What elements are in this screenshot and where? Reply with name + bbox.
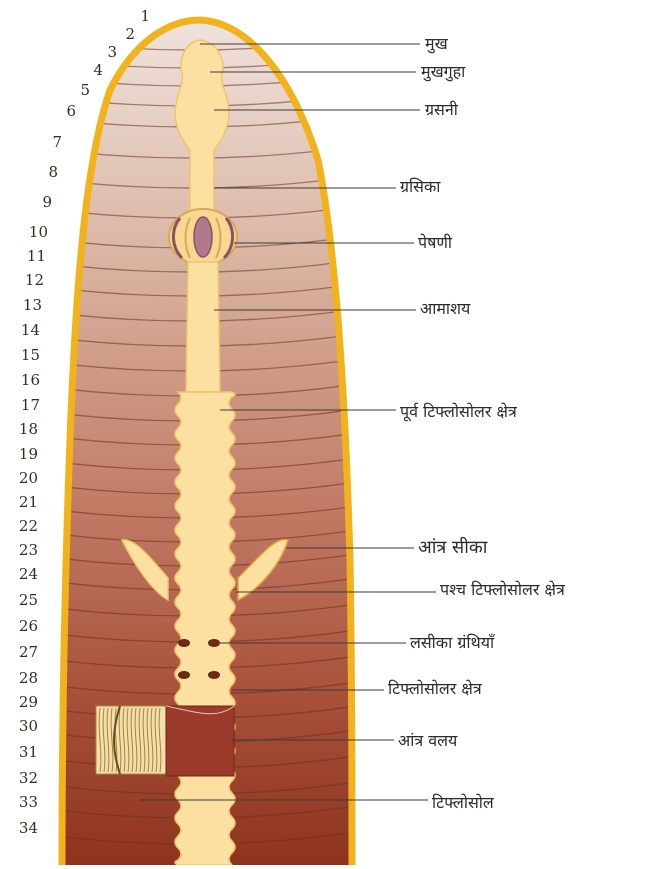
segment-number: 9 [22,194,52,210]
segment-number: 33 [8,794,38,810]
intestine [175,392,235,865]
segment-number: 24 [8,566,38,582]
segment-number: 28 [8,670,38,686]
gizzard [169,209,237,265]
segment-number: 8 [28,164,58,180]
label-stomach: आमाशय [420,299,470,319]
segment-number: 21 [8,494,38,510]
segment-number: 5 [60,82,90,98]
segment-number: 7 [32,134,62,150]
segment-number: 17 [10,397,40,413]
segment-number: 1 [120,8,150,24]
stomach [186,262,220,392]
segment-number: 23 [8,542,38,558]
label-mouth: मुख [425,34,448,54]
segment-number: 4 [73,62,103,78]
segment-number: 6 [46,103,76,119]
segment-number: 19 [8,446,38,462]
segment-number: 31 [8,744,38,760]
segment-number: 12 [14,272,44,288]
segment-number: 29 [8,694,38,710]
segment-number: 32 [8,770,38,786]
label-typhlosole: टिफ्लोसोल [432,793,494,813]
label-typhlosolar-region: टिफ्लोसोलर क्षेत्र [388,679,482,699]
label-intestinal-ring: आंत्र वलय [398,731,457,751]
segment-number: 18 [8,421,38,437]
label-gizzard: पेषणी [418,233,452,253]
segment-number: 25 [8,592,38,608]
segment-number: 3 [87,44,117,60]
segment-number: 2 [105,26,135,42]
label-oesophagus: ग्रसिका [400,177,440,197]
segment-number: 30 [8,718,38,734]
segment-number: 16 [10,372,40,388]
label-post-typhlosolar: पश्च टिफ्लोसोलर क्षेत्र [440,580,565,600]
typhlosole-window [96,706,234,776]
label-pre-typhlosolar: पूर्व टिफ्लोसोलर क्षेत्र [400,402,517,422]
label-buccal-cavity: मुखगुहा [421,62,465,82]
segment-number: 27 [8,644,38,660]
label-intestinal-caeca: आंत्र सीका [418,538,487,558]
segment-number: 34 [8,820,38,836]
segment-number: 10 [18,224,48,240]
segment-number: 26 [8,618,38,634]
label-pharynx: ग्रसनी [425,100,458,120]
segment-number: 11 [16,248,46,264]
label-lymph-glands: लसीका ग्रंथियाँ [410,633,494,653]
segment-number: 20 [8,470,38,486]
segment-number: 14 [10,322,40,338]
segment-number: 13 [12,297,42,313]
segment-number: 15 [10,347,40,363]
segment-number: 22 [8,518,38,534]
